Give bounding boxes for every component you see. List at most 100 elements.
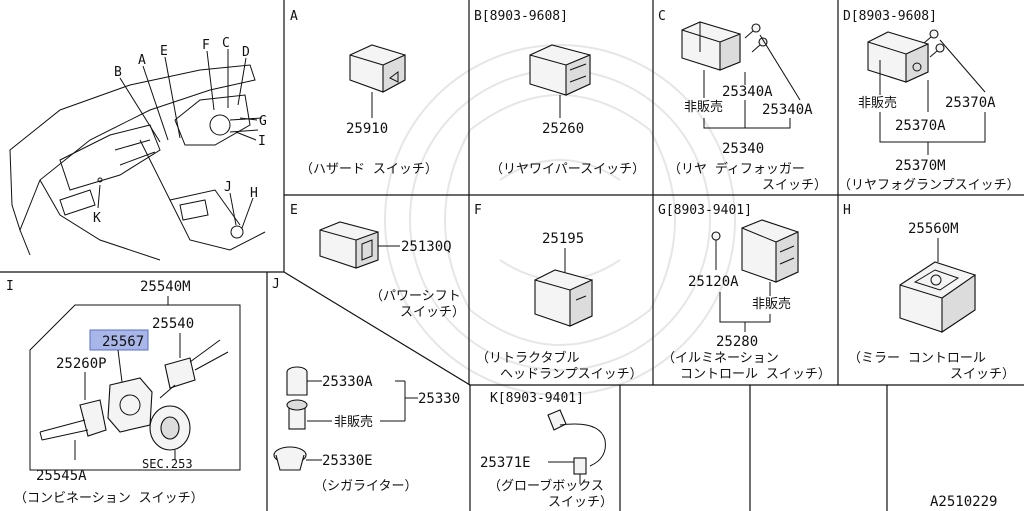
part-number: 25567 xyxy=(102,334,144,350)
panel-c-header: C xyxy=(658,9,666,24)
glove-box-switch-drawing xyxy=(547,409,606,484)
panel-k-header: K[8903-9401] xyxy=(490,391,584,406)
part-number: 25195 xyxy=(542,231,584,247)
part-number: 25330E xyxy=(322,453,373,469)
panel-caption: （リトラクタブル xyxy=(476,350,579,366)
not-for-sale-note: 非販売 xyxy=(684,99,723,115)
overview-labels: B A E F C D G I J H K xyxy=(93,36,267,226)
panel-e: E 25130Q （パワーシフト スイッチ） xyxy=(290,203,465,320)
screw-drawing xyxy=(923,29,945,58)
panel-d: D[8903-9608] 非販売 25370A 25370A 25370M （リ… xyxy=(838,9,1020,193)
panel-caption: （イルミネーション xyxy=(662,351,779,366)
panel-caption: （リヤフォグランプスイッチ） xyxy=(838,178,1020,193)
retractable-headlamp-switch-drawing xyxy=(534,269,593,327)
panel-b-header: B[8903-9608] xyxy=(474,9,568,24)
panel-caption: （コンビネーション スイッチ） xyxy=(14,491,204,506)
overview-label-j: J xyxy=(224,180,232,195)
rear-wiper-switch-drawing xyxy=(529,44,591,96)
part-number: 25260 xyxy=(542,121,584,137)
panel-caption: （パワーシフト xyxy=(370,289,461,304)
panel-caption: （リヤワイパースイッチ） xyxy=(490,162,645,177)
overview-label-i: I xyxy=(258,134,266,149)
panel-caption: （リヤ ディフォッガー xyxy=(668,161,805,177)
part-number: 25540 xyxy=(152,316,194,332)
overview-label-a: A xyxy=(138,53,146,68)
panel-h-header: H xyxy=(843,203,851,218)
part-number: 25540M xyxy=(140,279,191,295)
overview-dashboard xyxy=(9,64,266,261)
part-number: 25371E xyxy=(480,455,531,471)
panel-a: A 25910 （ハザード スイッチ） xyxy=(290,9,438,177)
overview-label-b: B xyxy=(114,65,122,80)
screw-drawing xyxy=(711,231,721,250)
panel-b: B[8903-9608] 25260 （リヤワイパースイッチ） xyxy=(474,9,645,177)
overview-label-e: E xyxy=(160,44,168,59)
panel-a-header: A xyxy=(290,9,298,24)
panel-j: J 25330A 25330 非販売 25330E （シガライター） xyxy=(272,277,460,494)
panel-k: K[8903-9401] 25371E （グローブボックス スイッチ） xyxy=(480,391,613,510)
part-number: 25340A xyxy=(762,102,813,118)
part-number: 25910 xyxy=(346,121,388,137)
panel-caption: スイッチ） xyxy=(548,495,613,510)
hazard-switch-drawing xyxy=(349,44,406,93)
panel-d-header: D[8903-9608] xyxy=(843,9,937,24)
panel-h: H 25560M （ミラー コントロール スイッチ） xyxy=(843,203,1015,382)
overview-label-g: G xyxy=(259,114,267,129)
panel-j-header: J xyxy=(272,277,280,292)
mirror-control-switch-drawing xyxy=(899,261,976,334)
part-number: 25120A xyxy=(688,274,739,290)
part-number: 25370M xyxy=(895,158,946,174)
illumination-control-switch-drawing xyxy=(741,219,799,283)
section-reference: SEC.253 xyxy=(142,457,193,471)
part-number: 25560M xyxy=(908,221,959,237)
part-number: 25130Q xyxy=(401,239,452,255)
panel-caption: （ミラー コントロール xyxy=(848,351,986,366)
part-number: 25340 xyxy=(722,141,764,157)
not-for-sale-note: 非販売 xyxy=(752,296,791,312)
panel-caption: スイッチ） xyxy=(400,305,465,320)
part-number: 25340A xyxy=(722,84,773,100)
panel-caption: （グローブボックス xyxy=(488,478,604,494)
part-number: 25260P xyxy=(56,356,107,372)
panel-caption: コントロール スイッチ） xyxy=(680,367,831,382)
part-number: 25330 xyxy=(418,391,460,407)
panel-caption: （シガライター） xyxy=(314,479,417,494)
overview-label-h: H xyxy=(250,186,258,201)
not-for-sale-note: 非販売 xyxy=(334,414,373,430)
panel-g: G[8903-9401] 25120A 非販売 25280 （イルミネーション … xyxy=(658,203,831,382)
rear-defogger-switch-drawing xyxy=(681,21,741,71)
panel-c: C 非販売 25340A 25340A 25340 （リヤ ディフォッガー スイ… xyxy=(658,9,827,193)
combination-switch-drawing xyxy=(39,339,229,441)
highlight-box xyxy=(89,329,149,351)
panel-i: I 25540M 25567 25540 25260P 25545A SEC.2… xyxy=(6,279,241,506)
panel-caption: スイッチ） xyxy=(762,178,827,193)
cigar-lighter-drawing xyxy=(273,366,308,471)
panel-g-header: G[8903-9401] xyxy=(658,203,752,218)
overview-label-f: F xyxy=(202,38,210,53)
panel-caption: スイッチ） xyxy=(950,367,1015,382)
part-number: 25330A xyxy=(322,374,373,390)
part-number: 25280 xyxy=(716,334,758,350)
screw-drawing xyxy=(744,23,768,53)
panel-i-header: I xyxy=(6,279,14,294)
overview-label-c: C xyxy=(222,36,230,51)
overview-label-d: D xyxy=(242,45,250,60)
spiral-cable-drawing xyxy=(149,405,191,451)
panel-e-header: E xyxy=(290,203,298,218)
reference-code: A2510229 xyxy=(930,494,997,510)
panel-f-header: F xyxy=(474,203,482,218)
panel-caption: ヘッドランプスイッチ） xyxy=(500,367,643,382)
panel-caption: （ハザード スイッチ） xyxy=(300,162,438,177)
part-number: 25545A xyxy=(36,468,87,484)
part-number: 25370A xyxy=(945,95,996,111)
overview-label-k: K xyxy=(93,211,101,226)
rear-fog-switch-drawing xyxy=(867,31,929,83)
power-shift-switch-drawing xyxy=(319,221,379,269)
overview-leaders xyxy=(97,49,258,229)
part-number: 25370A xyxy=(895,118,946,134)
not-for-sale-note: 非販売 xyxy=(858,95,897,111)
panel-f: F 25195 （リトラクタブル ヘッドランプスイッチ） xyxy=(474,203,643,382)
